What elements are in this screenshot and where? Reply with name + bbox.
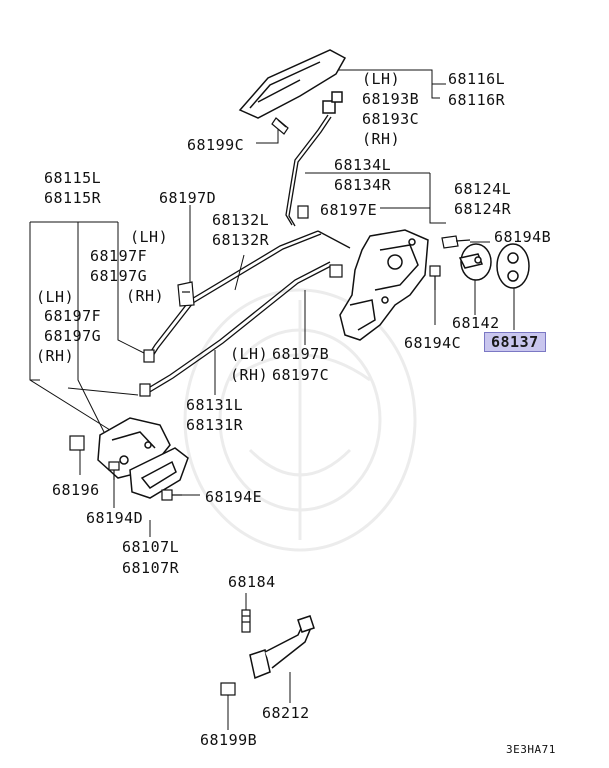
label-68107r: 68107R	[122, 559, 180, 577]
label-68199b: 68199B	[200, 731, 258, 749]
label-68131l: 68131L	[186, 396, 244, 414]
label-68197g-a: 68197G	[90, 267, 148, 285]
label-68197d: 68197D	[159, 189, 217, 207]
screw-68199c	[271, 117, 289, 135]
clip-68196	[69, 435, 85, 451]
label-68134r: 68134R	[334, 176, 392, 194]
screw-68194d	[108, 461, 120, 480]
label-68115l: 68115L	[44, 169, 102, 187]
label-lh-68197b: (LH)	[230, 345, 269, 363]
label-68194d: 68194D	[86, 509, 144, 527]
pin-68184	[241, 609, 251, 633]
clip-68197d	[177, 281, 195, 307]
latch-assembly-68124	[339, 229, 429, 341]
label-68115r: 68115R	[44, 189, 102, 207]
clip-68197f	[143, 349, 155, 363]
label-68116r: 68116R	[448, 91, 506, 109]
label-68197e: 68197E	[320, 201, 378, 219]
striker-68142	[458, 243, 492, 281]
rod-68132	[147, 230, 351, 360]
door-check-68212	[249, 615, 315, 680]
clip-68197b	[329, 264, 343, 278]
label-68194b: 68194B	[494, 228, 552, 246]
label-68132r: 68132R	[212, 231, 270, 249]
rod-68131	[144, 261, 334, 394]
bolt-68194b	[441, 235, 471, 249]
label-68194c: 68194C	[404, 334, 462, 352]
label-rh-68197c: (RH)	[230, 366, 269, 384]
label-68124r: 68124R	[454, 200, 512, 218]
label-68194e: 68194E	[205, 488, 263, 506]
handle-bezel-68107	[129, 447, 189, 499]
label-lh-clip-b: (LH)	[36, 288, 75, 306]
shim-68137	[496, 243, 530, 289]
label-68184: 68184	[228, 573, 276, 591]
label-68197c: 68197C	[272, 366, 330, 384]
label-68134l: 68134L	[334, 156, 392, 174]
label-68197f-a: 68197F	[90, 247, 148, 265]
label-68142: 68142	[452, 314, 500, 332]
label-68193b: 68193B	[362, 90, 420, 108]
bolt-68199b	[220, 682, 236, 696]
label-rh-clip-b: (RH)	[36, 347, 75, 365]
label-68132l: 68132L	[212, 211, 270, 229]
label-rh-handle: (RH)	[362, 130, 401, 148]
label-68193c: 68193C	[362, 110, 420, 128]
outside-handle-68116	[238, 49, 347, 119]
label-68137-highlighted[interactable]: 68137	[484, 332, 546, 352]
screw-68194e	[161, 489, 182, 501]
label-lh-clip-a: (LH)	[130, 228, 169, 246]
label-lh-handle: (LH)	[362, 70, 401, 88]
label-68197g-b: 68197G	[44, 327, 102, 345]
label-68131r: 68131R	[186, 416, 244, 434]
label-68196: 68196	[52, 481, 100, 499]
leader-lines	[29, 69, 515, 730]
label-68197f-b: 68197F	[44, 307, 102, 325]
diagram-code: 3E3HA71	[506, 743, 556, 756]
label-68124l: 68124L	[454, 180, 512, 198]
watermark-logo	[183, 288, 417, 552]
label-68212: 68212	[262, 704, 310, 722]
screw-68194c	[429, 265, 441, 290]
label-68199c: 68199C	[187, 136, 245, 154]
rod-68134	[285, 114, 332, 227]
clip-68197e	[297, 205, 309, 219]
clip-68197g	[139, 383, 151, 397]
label-68197b: 68197B	[272, 345, 330, 363]
label-rh-clip-a: (RH)	[126, 287, 165, 305]
label-68107l: 68107L	[122, 538, 180, 556]
label-68116l: 68116L	[448, 70, 506, 88]
